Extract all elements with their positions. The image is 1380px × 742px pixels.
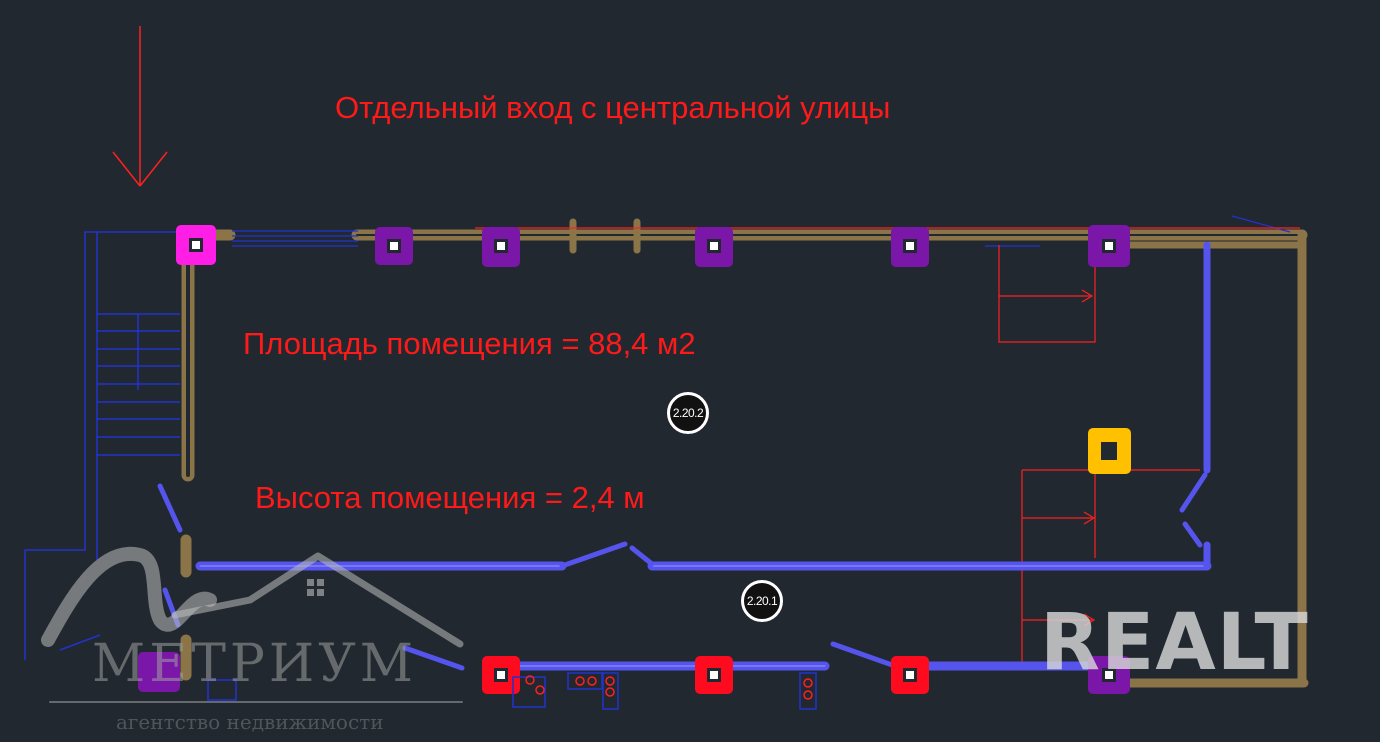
realt-watermark: REALT [1040, 598, 1309, 688]
agency-logo [41, 546, 464, 703]
room-marker: 2.20.2 [667, 392, 709, 434]
column-yellow [1088, 428, 1131, 474]
column-magenta [176, 225, 216, 265]
room-marker: 2.20.1 [741, 580, 783, 622]
column-red [891, 656, 929, 694]
agency-name-watermark: МЕТРИУМ [92, 634, 418, 694]
column-purple [1088, 656, 1130, 694]
agency-tagline-watermark: агентство недвижимости [116, 710, 384, 734]
column-red [695, 656, 733, 694]
door-swing [59, 634, 101, 651]
column-purple [138, 652, 180, 692]
area-label: Площадь помещения = 88,4 м2 [243, 326, 696, 361]
fixtures [207, 672, 817, 710]
entrance-label: Отдельный вход с центральной улицы [335, 90, 891, 125]
staircase [24, 231, 180, 660]
outer-walls [180, 218, 1309, 688]
column-purple [891, 227, 929, 267]
entrance-arrow [112, 26, 168, 187]
column-red [482, 656, 520, 694]
column-purple [375, 227, 413, 265]
height-label: Высота помещения = 2,4 м [255, 480, 645, 515]
column-purple [695, 227, 733, 267]
partitions [157, 241, 1212, 671]
column-purple [482, 227, 520, 267]
window-lines [232, 215, 1291, 247]
columns [138, 225, 1131, 694]
column-purple [1088, 225, 1130, 267]
